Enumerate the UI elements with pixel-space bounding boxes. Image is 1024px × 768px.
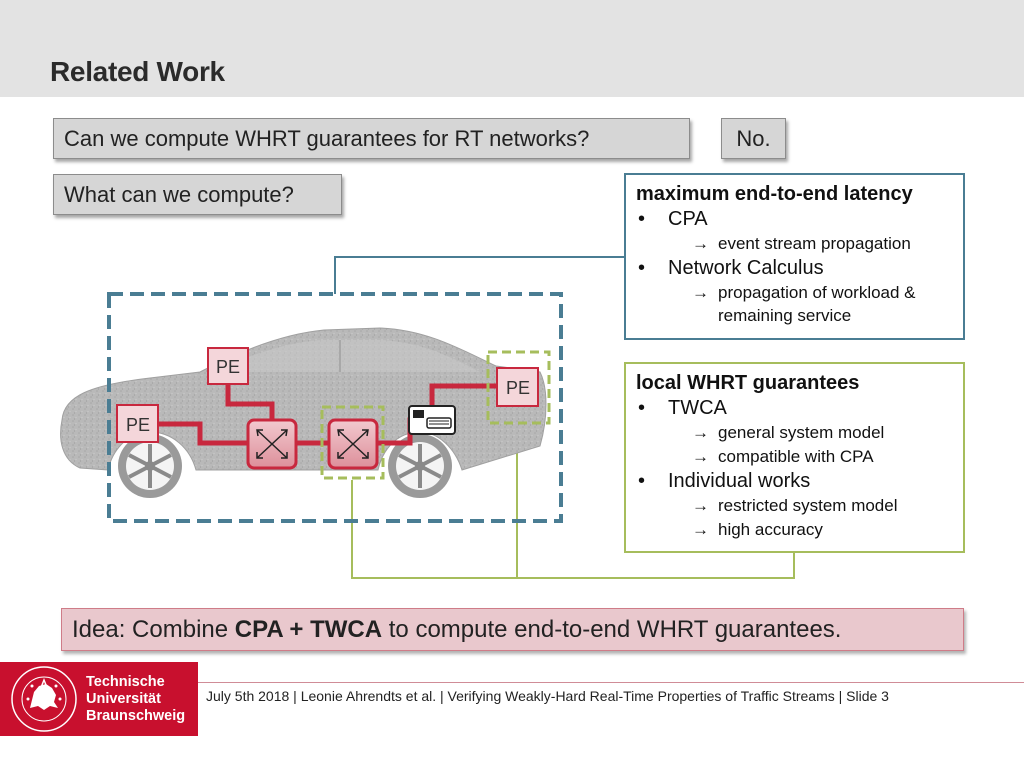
bullet-item-twca: • TWCA (636, 396, 953, 421)
sub-item: → compatible with CPA (636, 445, 953, 469)
bullet-dot: • (638, 208, 646, 230)
university-seal-icon (11, 666, 77, 732)
whrt-info-box: local WHRT guarantees • TWCA → general s… (624, 362, 965, 553)
question-box-whrt: Can we compute WHRT guarantees for RT ne… (53, 118, 690, 159)
latency-box-title: maximum end-to-end latency (636, 183, 913, 205)
sub-item: → propagation of workload & (636, 281, 953, 305)
university-logo: Technische Universität Braunschweig (0, 662, 198, 736)
sub-item-label: compatible with CPA (718, 447, 874, 466)
bullet-dot: • (638, 397, 646, 419)
sub-item-label: general system model (718, 423, 885, 442)
sub-item-label: propagation of workload & (718, 283, 916, 302)
wheel-rear (388, 434, 452, 498)
whrt-box-title: local WHRT guarantees (636, 372, 860, 394)
slide-title: Related Work (50, 56, 225, 87)
ecu-card-icon (408, 405, 456, 435)
sub-item-label: event stream propagation (718, 234, 911, 253)
switch-left (246, 418, 298, 470)
sub-item: → event stream propagation (636, 232, 953, 256)
bullet-item-cpa: • CPA (636, 207, 953, 232)
pe-label-2: PE (126, 415, 150, 435)
latency-info-box: maximum end-to-end latency • CPA → event… (624, 173, 965, 340)
idea-prefix: Idea: Combine (72, 615, 235, 643)
wheel-front (118, 434, 182, 498)
logo-line-3: Braunschweig (86, 708, 186, 724)
network-frame-blue (107, 292, 563, 523)
idea-emphasis: CPA + TWCA (234, 615, 383, 643)
question-box-compute: What can we compute? (53, 174, 342, 215)
footer-text: July 5th 2018 | Leonie Ahrendts et al. |… (206, 688, 889, 704)
right-arrow-icon: → (692, 283, 709, 302)
logo-line-2: Universität (86, 691, 161, 707)
bullet-label: CPA (668, 208, 708, 230)
sub-item-label: high accuracy (718, 520, 823, 539)
university-name: Technische Universität Braunschweig (86, 674, 185, 725)
pe-label-1: PE (216, 357, 240, 377)
idea-box: Idea: Combine CPA + TWCA to compute end-… (61, 608, 964, 651)
sub-item: → restricted system model (636, 494, 953, 518)
header-band (0, 0, 1024, 97)
connector-blue (334, 256, 624, 294)
right-arrow-icon: → (692, 423, 709, 442)
right-arrow-icon: → (692, 520, 709, 539)
bullet-label: Individual works (668, 470, 811, 492)
sub-item-label: restricted system model (718, 496, 898, 515)
pe-node-1: PE (207, 347, 249, 385)
logo-line-1: Technische (86, 674, 165, 690)
bullet-label: TWCA (668, 397, 727, 419)
right-arrow-icon: → (692, 234, 709, 253)
right-arrow-icon: → (692, 496, 709, 515)
bullet-label: Network Calculus (668, 257, 824, 279)
idea-suffix: to compute end-to-end WHRT guarantees. (382, 615, 842, 643)
pe-frame-green (486, 350, 551, 425)
bullet-item-individual-works: • Individual works (636, 469, 953, 494)
bullet-item-network-calculus: • Network Calculus (636, 256, 953, 281)
footer-divider (198, 682, 1024, 683)
pe-node-3: PE (496, 367, 539, 407)
bullet-dot: • (638, 470, 646, 492)
switch-right (327, 418, 379, 470)
switch-frame-green (320, 405, 385, 480)
connector-green (351, 480, 795, 579)
pe-label-3: PE (506, 378, 530, 398)
pe-node-2: PE (116, 404, 159, 443)
sub-item: → general system model (636, 421, 953, 445)
answer-box-no: No. (721, 118, 786, 159)
right-arrow-icon: → (692, 447, 709, 466)
sub-item: → high accuracy (636, 518, 953, 542)
sub-item-continuation: remaining service (718, 306, 852, 325)
bullet-dot: • (638, 257, 646, 279)
